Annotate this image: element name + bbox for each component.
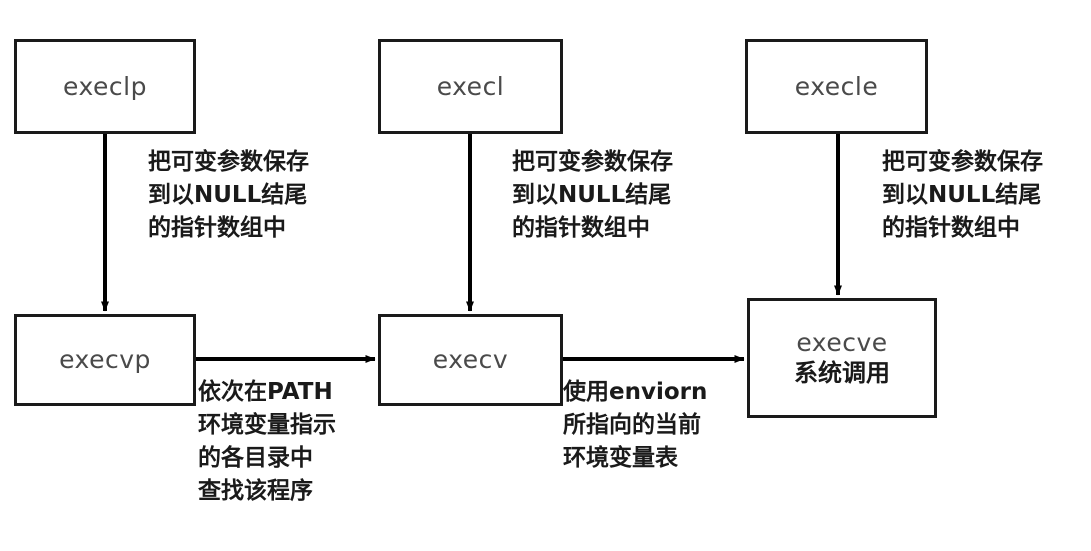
edge-label-execle-to-execve: 把可变参数保存 到以NULL结尾 的指针数组中 xyxy=(882,149,1043,241)
edge-label-execlp-to-execvp: 把可变参数保存 到以NULL结尾 的指针数组中 xyxy=(148,149,309,241)
node-execlp[interactable]: execlp xyxy=(14,39,196,134)
node-execle[interactable]: execle xyxy=(745,39,928,134)
node-execv[interactable]: execv xyxy=(378,314,563,406)
node-execvp-label: execvp xyxy=(59,345,151,374)
node-execle-label: execle xyxy=(794,71,879,101)
node-execve[interactable]: execve 系统调用 xyxy=(747,298,937,418)
node-execv-label: execv xyxy=(432,345,509,374)
node-execve-sublabel: 系统调用 xyxy=(794,359,890,387)
node-execl-label: execl xyxy=(436,71,505,101)
node-execve-label: execve xyxy=(796,328,888,357)
edge-label-execv-to-execve: 使用enviorn 所指向的当前 环境变量表 xyxy=(563,379,708,471)
edge-label-execvp-to-execv: 依次在PATH 环境变量指示 的各目录中 查找该程序 xyxy=(198,379,336,504)
edge-label-execl-to-execv: 把可变参数保存 到以NULL结尾 的指针数组中 xyxy=(512,149,673,241)
node-execlp-label: execlp xyxy=(63,71,147,101)
node-execl[interactable]: execl xyxy=(378,39,563,134)
node-execvp[interactable]: execvp xyxy=(14,314,196,406)
